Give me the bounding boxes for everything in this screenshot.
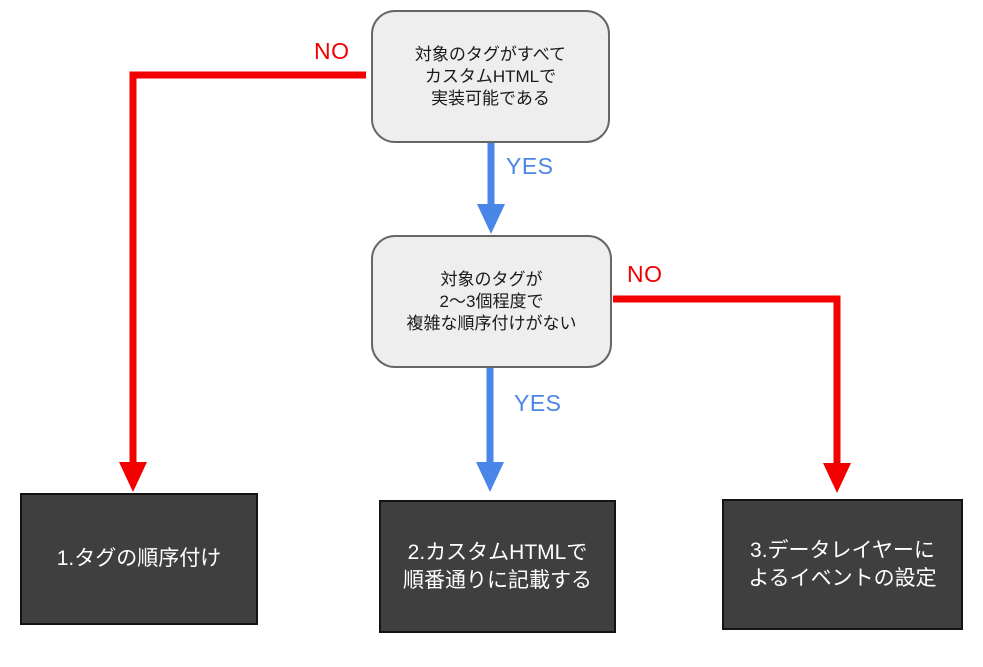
edge-no-1	[119, 71, 366, 492]
outcome-node-3: 3.データレイヤーに よるイベントの設定	[722, 499, 963, 630]
decision-2-line-3: 複雑な順序付けがない	[406, 313, 577, 333]
no-label-1: NO	[314, 38, 350, 64]
decision-2-line-1: 対象のタグが	[440, 269, 543, 289]
decision-1-text: 対象のタグがすべて カスタムHTMLで 実装可能である	[415, 44, 566, 110]
outcome-3-line-1: 3.データレイヤーに	[750, 538, 935, 562]
decision-2-line-2: 2〜3個程度で	[439, 291, 544, 311]
decision-1-line-1: 対象のタグがすべて	[414, 44, 567, 64]
outcome-2-text: 2.カスタムHTMLで 順番通りに記載する	[403, 539, 592, 595]
edge-yes-1	[477, 143, 505, 234]
decision-node-1: 対象のタグがすべて カスタムHTMLで 実装可能である	[371, 10, 610, 143]
outcome-1-text: 1.タグの順序付け	[57, 545, 222, 573]
decision-1-line-3: 実装可能である	[431, 88, 550, 108]
decision-node-2: 対象のタグが 2〜3個程度で 複雑な順序付けがない	[371, 235, 612, 368]
outcome-3-line-2: よるイベントの設定	[748, 566, 937, 590]
edge-yes-2	[476, 368, 504, 492]
yes-label-2: YES	[514, 390, 562, 416]
outcome-node-1: 1.タグの順序付け	[20, 493, 258, 625]
outcome-1-line-1: 1.タグの順序付け	[56, 547, 222, 570]
no-label-2: NO	[627, 261, 663, 287]
yes-label-1: YES	[506, 153, 554, 179]
decision-1-line-2: カスタムHTMLで	[424, 66, 557, 86]
edge-no-2	[613, 295, 851, 493]
decision-2-text: 対象のタグが 2〜3個程度で 複雑な順序付けがない	[407, 269, 577, 335]
outcome-2-line-1: 2.カスタムHTMLで	[407, 540, 588, 564]
outcome-3-text: 3.データレイヤーに よるイベントの設定	[748, 537, 936, 593]
outcome-node-2: 2.カスタムHTMLで 順番通りに記載する	[379, 500, 616, 633]
outcome-2-line-2: 順番通りに記載する	[403, 568, 592, 592]
